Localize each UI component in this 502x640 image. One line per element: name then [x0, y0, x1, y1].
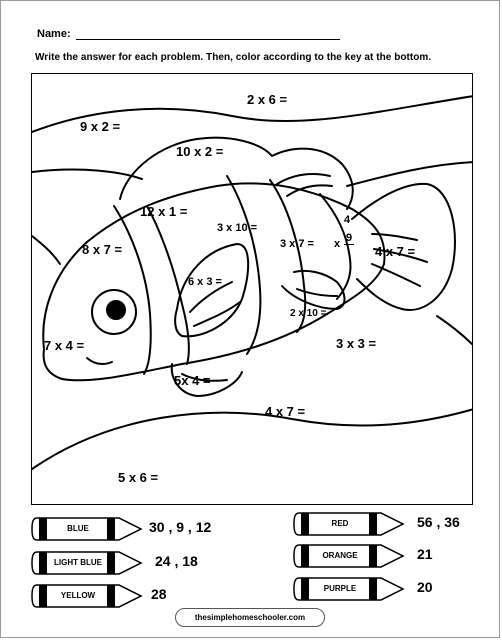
key-color-red: RED [331, 519, 349, 528]
problem-3x3: 3 x 3 = [336, 336, 377, 351]
clownfish-drawing [32, 95, 472, 470]
problem-5x4: 5x 4 = [174, 373, 211, 388]
key-row-purple: PURPLE 20 [293, 576, 493, 602]
problem-vertical-top: 4 [344, 214, 351, 226]
key-row-yellow: YELLOW 28 [31, 583, 231, 609]
name-line [76, 39, 340, 40]
crayon-icon [31, 584, 143, 608]
problem-12x1: 12 x 1 = [140, 204, 188, 219]
problem-3x10: 3 x 10 = [217, 222, 258, 234]
key-row-orange: ORANGE 21 [293, 543, 493, 569]
crayon-icon [293, 577, 405, 601]
problem-5x6: 5 x 6 = [118, 470, 159, 485]
name-label: Name: [37, 28, 71, 40]
instructions: Write the answer for each problem. Then,… [35, 52, 432, 63]
problem-vertical-operator: x [334, 238, 341, 250]
problem-10x2: 10 x 2 = [176, 144, 224, 159]
problem-2x6: 2 x 6 = [247, 92, 288, 107]
key-values-purple: 20 [417, 579, 433, 595]
problem-4x7-bottom: 4 x 7 = [265, 404, 306, 419]
key-color-yellow: YELLOW [60, 591, 96, 600]
key-row-light-blue: LIGHT BLUE 24 , 18 [31, 550, 231, 576]
key-values-yellow: 28 [151, 586, 167, 602]
website-footer: thesimplehomeschooler.com [175, 608, 325, 627]
key-values-blue: 30 , 9 , 12 [149, 519, 212, 535]
problem-9x2: 9 x 2 = [80, 119, 121, 134]
key-color-light-blue: LIGHT BLUE [54, 558, 102, 567]
problem-6x3: 6 x 3 = [188, 276, 222, 288]
coloring-frame: 2 x 6 = 9 x 2 = 10 x 2 = 12 x 1 = 3 x 10… [31, 73, 473, 505]
key-color-blue: BLUE [67, 524, 89, 533]
crayon-icon [31, 517, 143, 541]
key-row-blue: BLUE 30 , 9 , 12 [31, 516, 231, 542]
problem-2x10: 2 x 10 = [290, 308, 327, 319]
problem-4x7-tail: 4 x 7 = [375, 244, 416, 259]
problem-vertical-bottom: 9 [344, 232, 354, 245]
problem-3x7: 3 x 7 = [280, 238, 314, 250]
crayon-icon [293, 544, 405, 568]
crayon-icon [293, 512, 405, 536]
problem-7x4: 7 x 4 = [44, 338, 85, 353]
crayon-icon [31, 551, 143, 575]
key-color-purple: PURPLE [323, 584, 357, 593]
key-values-red: 56 , 36 [417, 514, 460, 530]
key-values-orange: 21 [417, 546, 433, 562]
key-values-light-blue: 24 , 18 [155, 553, 198, 569]
key-color-orange: ORANGE [322, 551, 358, 560]
problem-8x7: 8 x 7 = [82, 242, 123, 257]
key-row-red: RED 56 , 36 [293, 511, 493, 537]
